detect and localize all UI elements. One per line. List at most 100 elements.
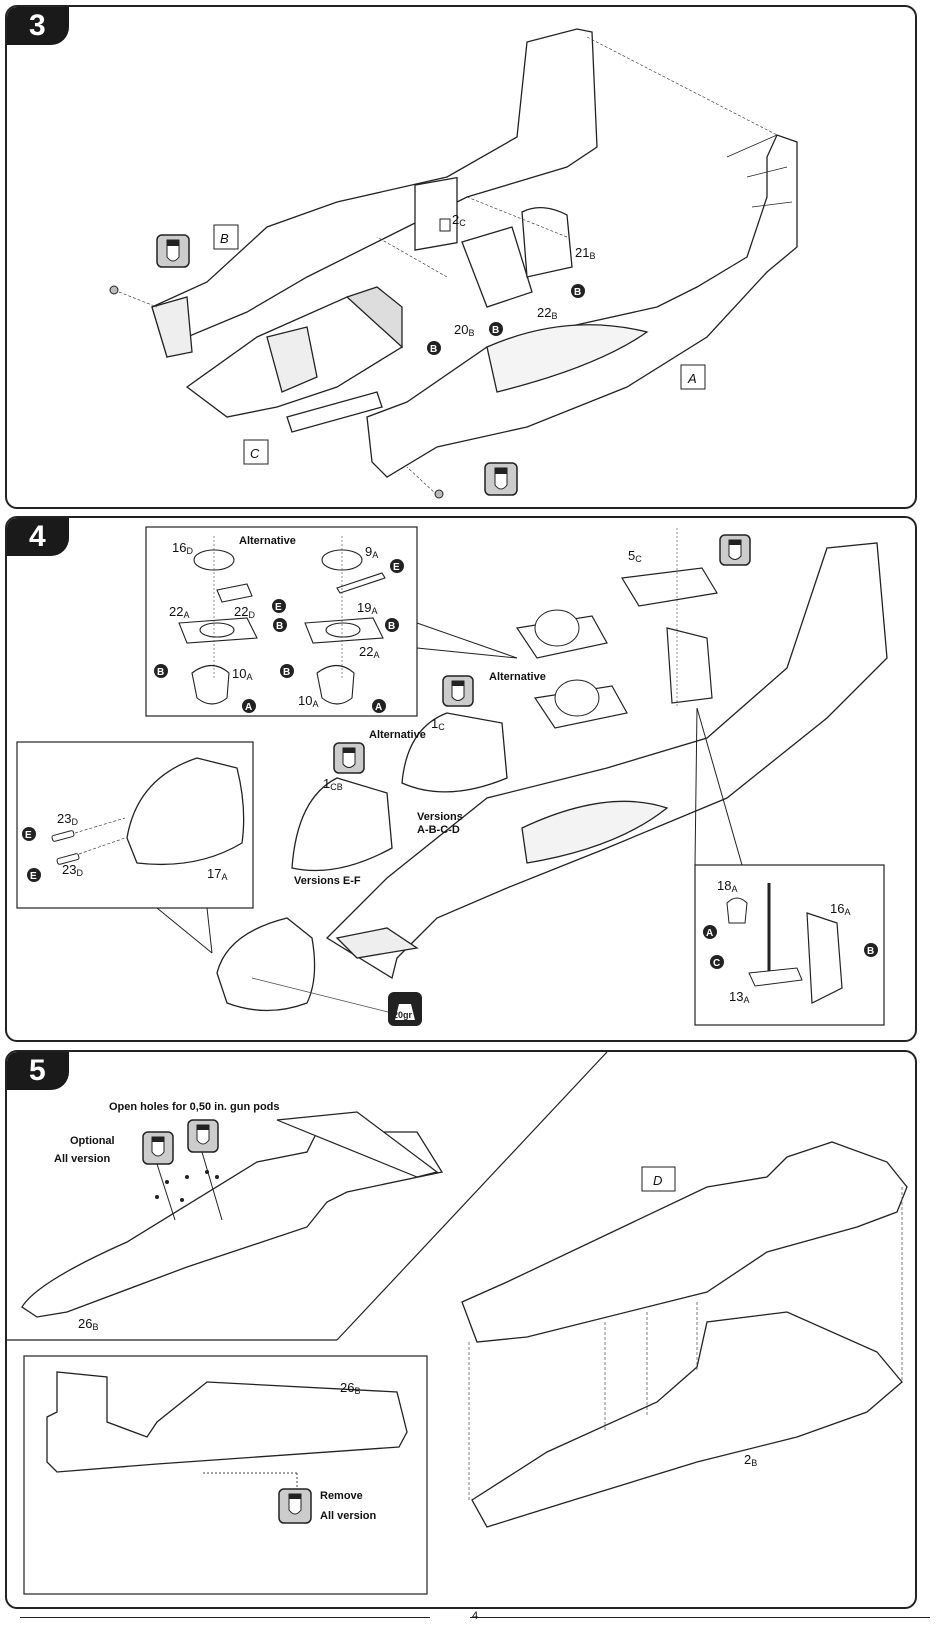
bulkhead-20b [414,176,458,251]
part-number: 17A [207,866,227,882]
open-holes-note: Open holes for 0,50 in. gun pods [109,1101,280,1113]
canopy-1cb [291,777,393,872]
badge-icon: A [372,699,386,713]
weight-icon: 20gr [388,992,422,1026]
badge-icon: B [154,664,168,678]
versions-ef: Versions E-F [294,875,361,887]
svg-text:B: B [388,621,395,632]
pin-icon [109,285,119,295]
part-number: 1C [431,716,445,732]
subassembly-label-a: A [687,371,697,386]
subassembly-box [213,224,239,250]
turret-dome [534,609,580,647]
guide-lines [118,36,778,496]
callout-line [696,707,743,866]
subassembly-box [243,439,269,465]
part-number: 26B [78,1316,98,1332]
badge-icon: B [280,664,294,678]
callout-line [206,907,213,954]
part-number: 22B [537,305,557,321]
part-number: 16D [172,540,193,556]
page-number: 4 [471,1610,479,1622]
turret-assembly-right [304,549,386,705]
cement-icon [156,234,190,268]
svg-text:B: B [157,667,164,678]
badge-icon: B [427,341,441,355]
leader-line [201,1151,223,1221]
cement-icon [719,534,751,566]
nose-cone [216,917,316,1012]
part-number: 23D [57,811,78,827]
drill-icon [187,1119,219,1153]
badge-icon: A [703,925,717,939]
remove-label: All version [320,1510,377,1522]
part-number: 2C [452,212,466,228]
footer-line [470,1617,930,1618]
cement-icon [484,462,518,496]
seat-18a [726,897,748,924]
callout-line [251,977,393,1014]
badge-icon: A [242,699,256,713]
svg-text:B: B [283,667,290,678]
part-number: 10A [232,666,252,682]
svg-text:E: E [393,562,400,573]
wing-upper-d [461,1141,908,1343]
fuselage-half-b [151,28,598,359]
step-4-drawing: Alternative 16D 9A 22A 22D 19A 22A 10A [16,526,888,1026]
svg-text:E: E [275,602,282,613]
part-number: 26B [340,1380,360,1396]
badge-icon: B [385,618,399,632]
svg-text:B: B [430,344,437,355]
part-number: 2B [744,1452,757,1468]
svg-text:C: C [713,958,720,969]
alternative-title: Alternative [239,535,296,547]
svg-text:B: B [867,946,874,957]
badge-icon: B [864,943,878,957]
svg-text:B: B [492,325,499,336]
remove-label: Remove [320,1490,363,1502]
seat-base-13a [748,967,803,987]
subassembly-box [680,364,706,390]
part-number: 23D [62,862,83,878]
optional-label: All version [54,1153,111,1165]
guide-lines [468,1187,903,1502]
step-4-panel: 4 Alternative 16D 9A 22A 22D [5,516,917,1042]
armor-plate-16a [806,912,843,1004]
step-number: 3 [7,7,69,45]
part-number: 19A [357,600,377,616]
optional-label: Optional [70,1135,115,1147]
part-number: 13A [729,989,749,1005]
step-5-drawing: Open holes for 0,50 in. gun pods Optiona… [7,1052,908,1595]
badge-icon: E [390,559,404,573]
remove-icon [278,1488,312,1524]
badge-icon: B [273,618,287,632]
step-3-panel: 3 [5,5,917,509]
part-number: 1CB [323,776,343,792]
part-number: 10A [298,693,318,709]
fuselage-assembly [325,542,888,980]
wing-lower-2b [471,1311,903,1528]
callout-line [416,647,518,659]
turret-assembly-left [178,549,258,705]
turret-dome [554,679,600,717]
badge-icon: E [27,868,41,882]
subassembly-label-d: D [653,1173,662,1188]
badge-icon: E [22,827,36,841]
pin-icon [434,489,444,499]
callout-line [694,707,698,866]
badge-icon: B [571,284,585,298]
part-number: 18A [717,878,737,894]
part-number: 22A [169,604,189,620]
svg-text:E: E [25,830,32,841]
svg-text:E: E [30,871,37,882]
part-number: 22A [359,644,379,660]
step-5-panel: 5 Open holes for 0,50 in. gun pods Optio… [5,1050,917,1609]
part-number: 16A [830,901,850,917]
badge-icon: E [272,599,286,613]
subassembly-label-c: C [250,446,260,461]
badge-icon: C [710,955,724,969]
callout-line [416,622,518,659]
svg-text:A: A [375,702,382,713]
alternative-label: Alternative [489,671,546,683]
part-number: 21B [575,245,595,261]
